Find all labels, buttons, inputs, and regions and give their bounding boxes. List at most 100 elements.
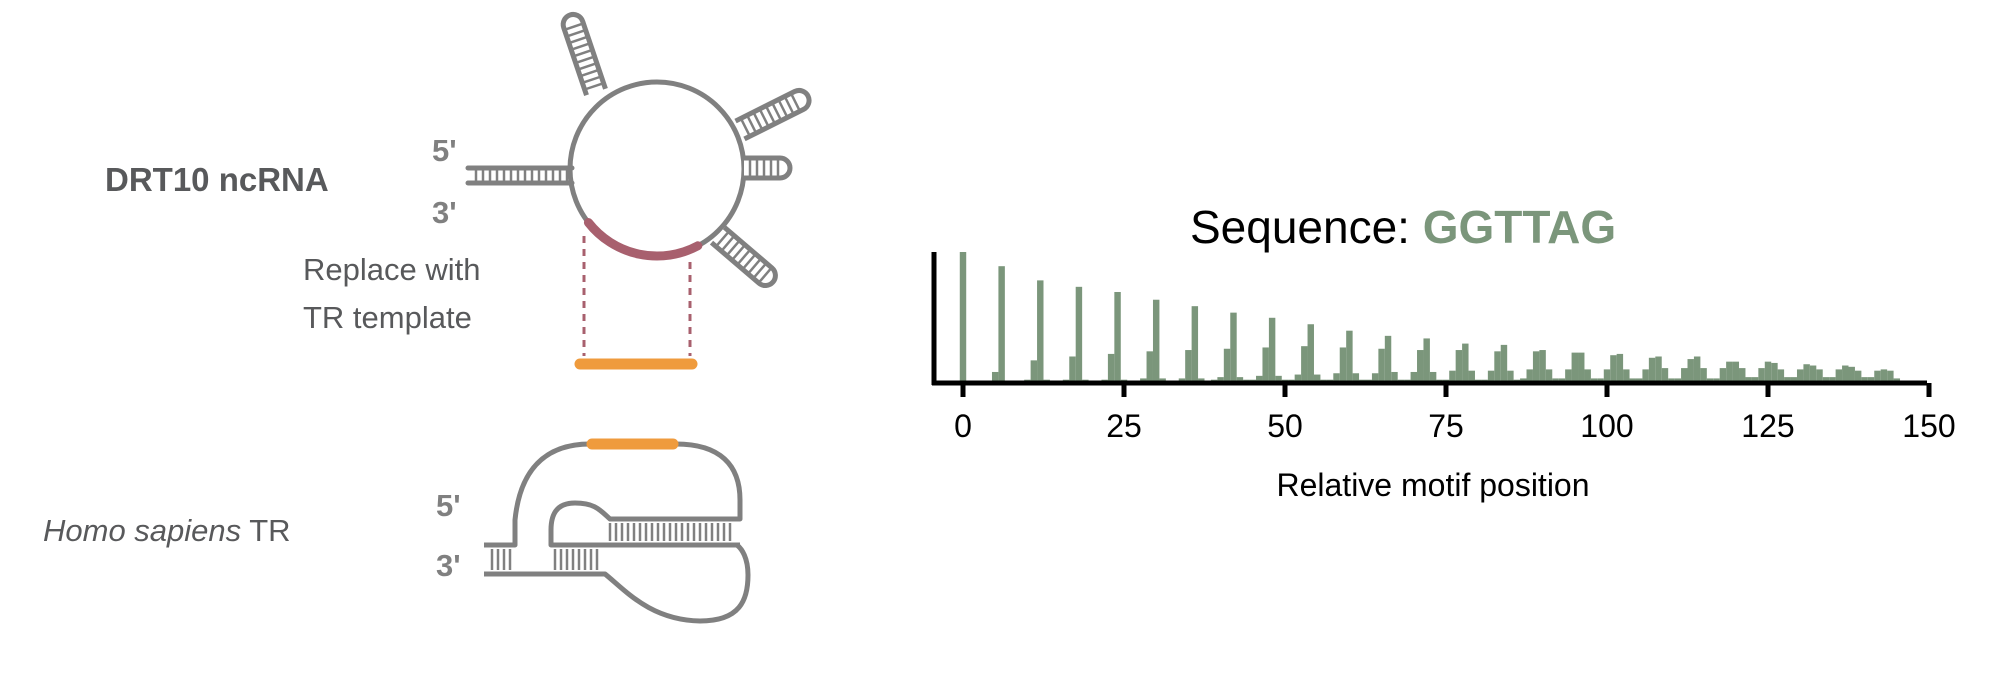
- x-tick-label: 75: [1428, 408, 1464, 444]
- histogram-bar: [1494, 351, 1501, 381]
- histogram-bar: [1545, 369, 1553, 381]
- histogram-bar: [1726, 361, 1733, 381]
- histogram-bar: [1301, 346, 1308, 381]
- histogram-bar: [1532, 351, 1540, 381]
- histogram-bar: [1404, 379, 1411, 381]
- native-template-region: [583, 218, 703, 261]
- histogram-bar: [1739, 368, 1746, 381]
- histogram-bar: [1423, 338, 1430, 381]
- histogram-bar: [1777, 369, 1785, 381]
- histogram-bar: [1436, 379, 1443, 381]
- histogram-bar: [1558, 378, 1566, 381]
- replace-label-line2: TR template: [303, 300, 472, 335]
- histogram-bar: [1835, 369, 1843, 381]
- species-label: Homo sapiens TR: [43, 513, 291, 548]
- histogram-bar: [1462, 343, 1469, 381]
- ncrna-label: DRT10 ncRNA: [105, 161, 329, 198]
- histogram-bar: [1384, 335, 1392, 381]
- histogram-bar: [1713, 378, 1720, 381]
- histogram-bar: [1262, 347, 1269, 381]
- histogram-bar: [1243, 379, 1250, 381]
- species-name: Homo sapiens: [43, 513, 241, 548]
- histogram-bar: [1745, 377, 1752, 381]
- histogram-bar: [1642, 369, 1649, 381]
- histogram-bar: [1281, 379, 1289, 381]
- histogram-bar: [1867, 377, 1875, 381]
- histogram-bar: [1481, 379, 1488, 381]
- histogram-bar: [1030, 360, 1038, 381]
- x-tick-label: 50: [1267, 408, 1303, 444]
- histogram-bar: [1822, 377, 1830, 381]
- histogram-bar: [1075, 286, 1083, 381]
- x-tick-label: 100: [1580, 408, 1633, 444]
- histogram-bar: [1307, 324, 1314, 381]
- histogram-bar: [1706, 378, 1714, 381]
- hairpin: [560, 12, 608, 96]
- histogram-bar: [1693, 356, 1701, 381]
- histogram-bar: [998, 266, 1005, 381]
- histogram-bar: [1313, 374, 1321, 381]
- histogram-bar: [1655, 356, 1662, 381]
- histogram-bar: [1198, 378, 1205, 381]
- histogram-bar: [1764, 361, 1772, 381]
- tr-three-prime-label: 3': [436, 548, 461, 583]
- histogram-bar: [1751, 377, 1759, 381]
- histogram-bar: [1507, 370, 1514, 381]
- hairpin: [744, 155, 793, 181]
- histogram-bar: [1816, 369, 1823, 381]
- histogram-bar: [1842, 365, 1849, 381]
- histogram-bar: [1578, 352, 1585, 381]
- histogram-bar: [1474, 379, 1482, 381]
- histogram-bar: [1082, 379, 1089, 381]
- histogram-bar: [1732, 361, 1740, 381]
- histogram-bar: [1378, 348, 1385, 381]
- human-tr-diagram: Homo sapiens TR 5' 3': [43, 438, 751, 624]
- histogram-bar: [1326, 379, 1334, 381]
- histogram-bar: [1784, 377, 1791, 381]
- histogram-bar: [1146, 351, 1153, 381]
- histogram-bar: [1500, 344, 1508, 381]
- tr-three-prime-strand: [484, 543, 751, 624]
- histogram-bar: [1417, 350, 1424, 381]
- histogram-bar: [1449, 370, 1456, 381]
- histogram-bar: [1874, 370, 1881, 381]
- histogram-bar: [1584, 369, 1591, 381]
- histogram-bar: [1217, 377, 1224, 381]
- histogram-bar: [1114, 291, 1121, 381]
- histogram-bar: [1771, 362, 1778, 381]
- histogram-bar: [1565, 369, 1572, 381]
- histogram-bar: [1410, 371, 1418, 381]
- histogram-bar: [1210, 379, 1218, 381]
- histogram-bar: [1629, 378, 1636, 381]
- histogram-bar: [1590, 378, 1598, 381]
- tr-five-prime-label: 5': [436, 488, 461, 523]
- histogram-bar: [1397, 379, 1405, 381]
- x-tick-label: 150: [1902, 408, 1955, 444]
- histogram-bar: [1854, 370, 1862, 381]
- histogram-bar: [1887, 370, 1894, 381]
- histogram-bar: [991, 371, 999, 381]
- histogram-bar: [1371, 373, 1379, 381]
- histogram-bar: [1719, 368, 1727, 381]
- x-axis-label: Relative motif position: [1276, 467, 1589, 503]
- histogram-bar: [1037, 280, 1044, 381]
- histogram-bar: [1043, 379, 1050, 381]
- histogram-bar: [1352, 373, 1360, 381]
- histogram-bar: [1687, 359, 1694, 381]
- histogram-bar: [1359, 379, 1366, 381]
- histogram-bar: [1616, 353, 1624, 381]
- histogram-bar: [1648, 357, 1656, 381]
- histogram-bar: [1249, 379, 1257, 381]
- histogram-bar: [1681, 368, 1688, 381]
- three-prime-label: 3': [432, 195, 457, 230]
- histogram-bar: [1236, 377, 1244, 381]
- histogram-bar: [1120, 379, 1128, 381]
- histogram-bar: [1803, 364, 1810, 381]
- histogram-bars: [959, 252, 1901, 381]
- histogram-bar: [1455, 350, 1463, 381]
- histogram-bar: [1191, 306, 1199, 381]
- histogram-bar: [1346, 330, 1353, 381]
- histogram-bar: [1661, 368, 1669, 381]
